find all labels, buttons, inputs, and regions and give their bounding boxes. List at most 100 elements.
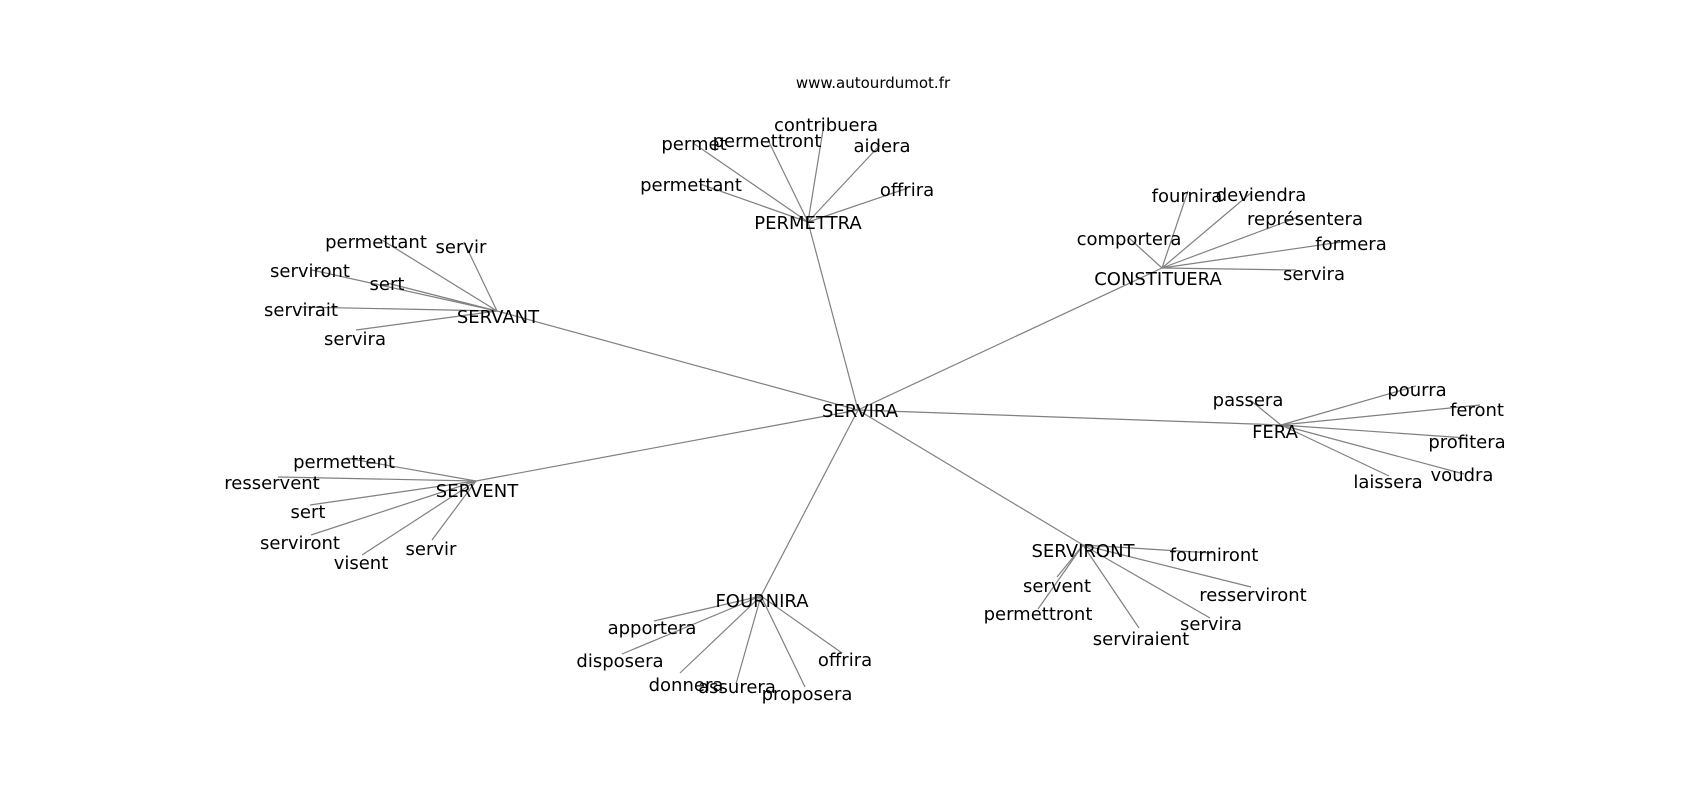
edge-fournira-0 <box>653 595 762 622</box>
edge-permettra-4 <box>699 183 809 223</box>
leaf-node-fera-5: laissera <box>1353 472 1422 493</box>
leaf-node-fera-2: feront <box>1450 400 1504 421</box>
edge-center-fera <box>857 409 1282 426</box>
edge-fera-1 <box>1280 385 1417 426</box>
leaf-node-servent-1: resservent <box>224 473 320 494</box>
hub-node-constituera: CONSTITUERA <box>1094 269 1222 290</box>
leaf-node-permettra-5: offrira <box>880 180 934 201</box>
edge-servant-1 <box>463 241 498 312</box>
edge-constituera-4 <box>1161 240 1349 269</box>
leaf-node-serviront-0: fourniront <box>1170 545 1259 566</box>
leaf-node-constituera-4: formera <box>1315 234 1386 255</box>
hub-node-serviront: SERVIRONT <box>1031 541 1135 562</box>
edge-servent-5 <box>361 480 477 556</box>
watermark: www.autourdumot.fr <box>796 74 951 92</box>
leaf-node-servent-4: servir <box>406 539 458 560</box>
edge-constituera-0 <box>1161 190 1189 269</box>
leaf-node-servant-0: permettant <box>325 232 427 253</box>
leaf-node-fournira-1: disposera <box>576 651 663 672</box>
edge-center-fournira <box>760 409 859 597</box>
leaf-node-servant-1: servir <box>436 237 488 258</box>
leaf-node-constituera-5: servira <box>1283 264 1345 285</box>
edge-servent-3 <box>310 480 477 536</box>
leaf-node-servent-0: permettent <box>293 452 395 473</box>
edge-constituera-5 <box>1161 267 1297 271</box>
hub-node-fournira: FOURNIRA <box>715 591 809 612</box>
leaf-node-servent-3: serviront <box>260 533 340 554</box>
leaf-node-servent-2: sert <box>291 502 326 523</box>
edge-fera-5 <box>1280 424 1390 477</box>
leaf-node-servant-4: servirait <box>264 300 338 321</box>
edge-permettra-2 <box>807 123 825 223</box>
edge-servant-5 <box>355 310 498 331</box>
center-node-label: SERVIRA <box>822 401 899 422</box>
edge-fournira-2 <box>760 595 843 654</box>
edge-servent-1 <box>277 476 477 482</box>
edge-fournira-1 <box>621 595 762 655</box>
edge-servent-2 <box>309 480 477 506</box>
edge-serviront-5 <box>1082 544 1140 629</box>
edge-fera-0 <box>1249 399 1282 426</box>
hub-node-permettra: PERMETTRA <box>754 213 862 234</box>
edge-serviront-4 <box>1082 544 1211 619</box>
edge-fera-4 <box>1280 424 1465 475</box>
edge-fournira-3 <box>679 595 762 674</box>
edge-serviront-2 <box>1037 544 1084 610</box>
leaf-node-fournira-5: proposera <box>762 684 853 705</box>
leaf-node-serviront-5: serviraient <box>1093 629 1189 650</box>
leaf-node-constituera-3: comportera <box>1077 229 1182 250</box>
edge-permettra-0 <box>692 142 809 223</box>
leaf-node-fournira-2: offrira <box>818 650 872 671</box>
leaf-node-fera-4: voudra <box>1431 465 1494 486</box>
leaf-node-serviront-1: servent <box>1023 576 1091 597</box>
edge-constituera-2 <box>1161 215 1302 269</box>
edge-servant-3 <box>386 282 498 312</box>
edge-fournira-5 <box>760 595 806 688</box>
leaf-node-servant-5: servira <box>324 329 386 350</box>
edge-constituera-1 <box>1161 191 1253 269</box>
edge-servant-4 <box>299 306 498 312</box>
leaf-node-permettra-0: permet <box>661 134 726 155</box>
edge-center-serviront <box>857 409 1084 546</box>
leaf-node-permettra-2: contribuera <box>774 115 878 136</box>
edge-center-permettra <box>807 221 859 411</box>
edge-fournira-4 <box>735 595 762 685</box>
edge-serviront-3 <box>1082 544 1252 588</box>
leaf-node-fera-0: passera <box>1213 390 1284 411</box>
hub-node-fera: FERA <box>1252 422 1299 443</box>
hub-node-servent: SERVENT <box>436 481 519 502</box>
leaf-node-permettra-4: permettant <box>640 175 742 196</box>
leaf-node-fournira-4: assurera <box>698 677 776 698</box>
leaf-node-permettra-1: permettront <box>713 131 822 152</box>
graph-edges <box>277 123 1481 688</box>
edge-fera-3 <box>1280 424 1468 439</box>
leaf-node-constituera-0: fournira <box>1152 186 1223 207</box>
leaf-node-permettra-3: aidera <box>854 136 911 157</box>
edge-center-constituera <box>857 267 1163 411</box>
leaf-node-serviront-4: servira <box>1180 614 1242 635</box>
leaf-node-fera-1: pourra <box>1387 380 1446 401</box>
edge-serviront-0 <box>1082 544 1213 554</box>
leaf-node-serviront-3: resserviront <box>1199 585 1306 606</box>
leaf-node-constituera-1: deviendra <box>1216 185 1307 206</box>
hub-node-servant: SERVANT <box>457 307 540 328</box>
edge-permettra-1 <box>767 139 809 223</box>
edge-servent-0 <box>345 457 477 482</box>
leaf-node-servant-2: serviront <box>270 261 350 282</box>
leaf-node-fournira-0: apportera <box>608 618 697 639</box>
edge-servant-2 <box>311 269 498 312</box>
leaf-node-serviront-2: permettront <box>984 604 1093 625</box>
graph-labels: SERVIRAPERMETTRApermetpermettrontcontrib… <box>224 115 1505 705</box>
edge-permettra-3 <box>807 144 881 223</box>
leaf-node-constituera-2: représentera <box>1247 209 1363 230</box>
edge-permettra-5 <box>807 188 906 223</box>
edge-servent-4 <box>431 480 477 541</box>
edge-fera-2 <box>1280 404 1481 426</box>
edge-center-servent <box>475 409 859 482</box>
leaf-node-servant-3: sert <box>370 274 405 295</box>
leaf-node-fera-3: profitera <box>1428 432 1505 453</box>
edge-center-servant <box>496 310 859 411</box>
leaf-node-servent-5: visent <box>334 553 389 574</box>
edge-constituera-3 <box>1128 237 1163 269</box>
